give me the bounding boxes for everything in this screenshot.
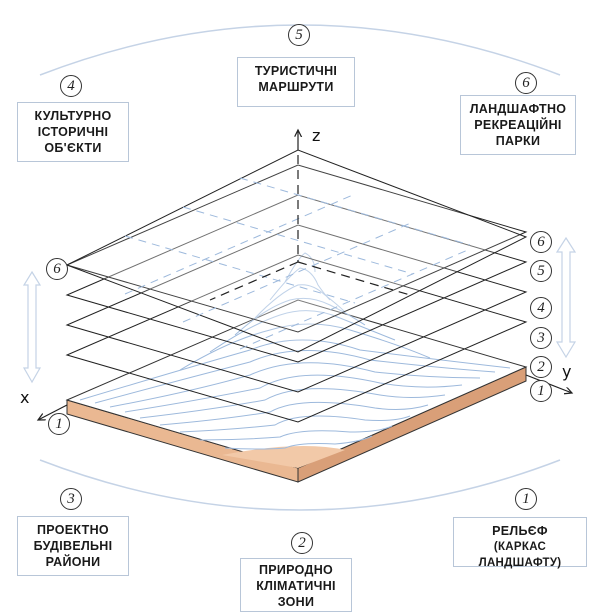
x-axis [38, 404, 68, 420]
layer-planes [65, 149, 528, 423]
category-number-5: 5 [288, 24, 310, 46]
y-axis-label: y [562, 362, 572, 381]
category-number-3: 3 [60, 488, 82, 510]
dashed-grid [124, 177, 471, 350]
layer-plane-4 [65, 194, 528, 363]
left-double-arrow [22, 270, 42, 384]
category-number-1: 1 [515, 488, 537, 510]
category-number-6: 6 [515, 72, 537, 94]
z-axis-label: z [312, 126, 321, 145]
layer-number-6: 6 [530, 231, 552, 253]
layer-plane-5 [65, 164, 528, 333]
category-box-tourist-routes: ТУРИСТИЧНІ МАРШРУТИ [237, 57, 355, 107]
layer-number-5: 5 [530, 260, 552, 282]
layer-number-4: 4 [530, 297, 552, 319]
layer-plane-6 [65, 149, 528, 353]
layer-number-2: 2 [530, 356, 552, 378]
category-number-2: 2 [291, 532, 313, 554]
x-axis-label: x [20, 388, 30, 407]
layer-number-3: 3 [530, 327, 552, 349]
central-axes [209, 155, 411, 301]
category-box-landscape-parks: ЛАНДШАФТНО РЕКРЕАЦІЙНІ ПАРКИ [460, 95, 576, 155]
category-number-4: 4 [60, 75, 82, 97]
layer-number-left-6: 6 [46, 258, 68, 280]
layer-number-1: 1 [530, 380, 552, 402]
category-box-cultural-historical: КУЛЬТУРНО ІСТОРИЧНІ ОБ'ЄКТИ [17, 102, 129, 162]
origin-number: 1 [48, 413, 70, 435]
category-box-relief: РЕЛЬЄФ (КАРКАС ЛАНДШАФТУ) [453, 517, 587, 569]
right-double-arrow [555, 236, 577, 359]
category-box-construction-districts: ПРОЕКТНО БУДІВЕЛЬНІ РАЙОНИ [17, 516, 129, 576]
category-box-climate-zones: ПРИРОДНО КЛІМАТИЧНІ ЗОНИ [240, 558, 352, 612]
layer-plane-2 [65, 254, 528, 423]
outer-arc-bottom [39, 459, 561, 511]
layer-plane-3 [65, 224, 528, 393]
